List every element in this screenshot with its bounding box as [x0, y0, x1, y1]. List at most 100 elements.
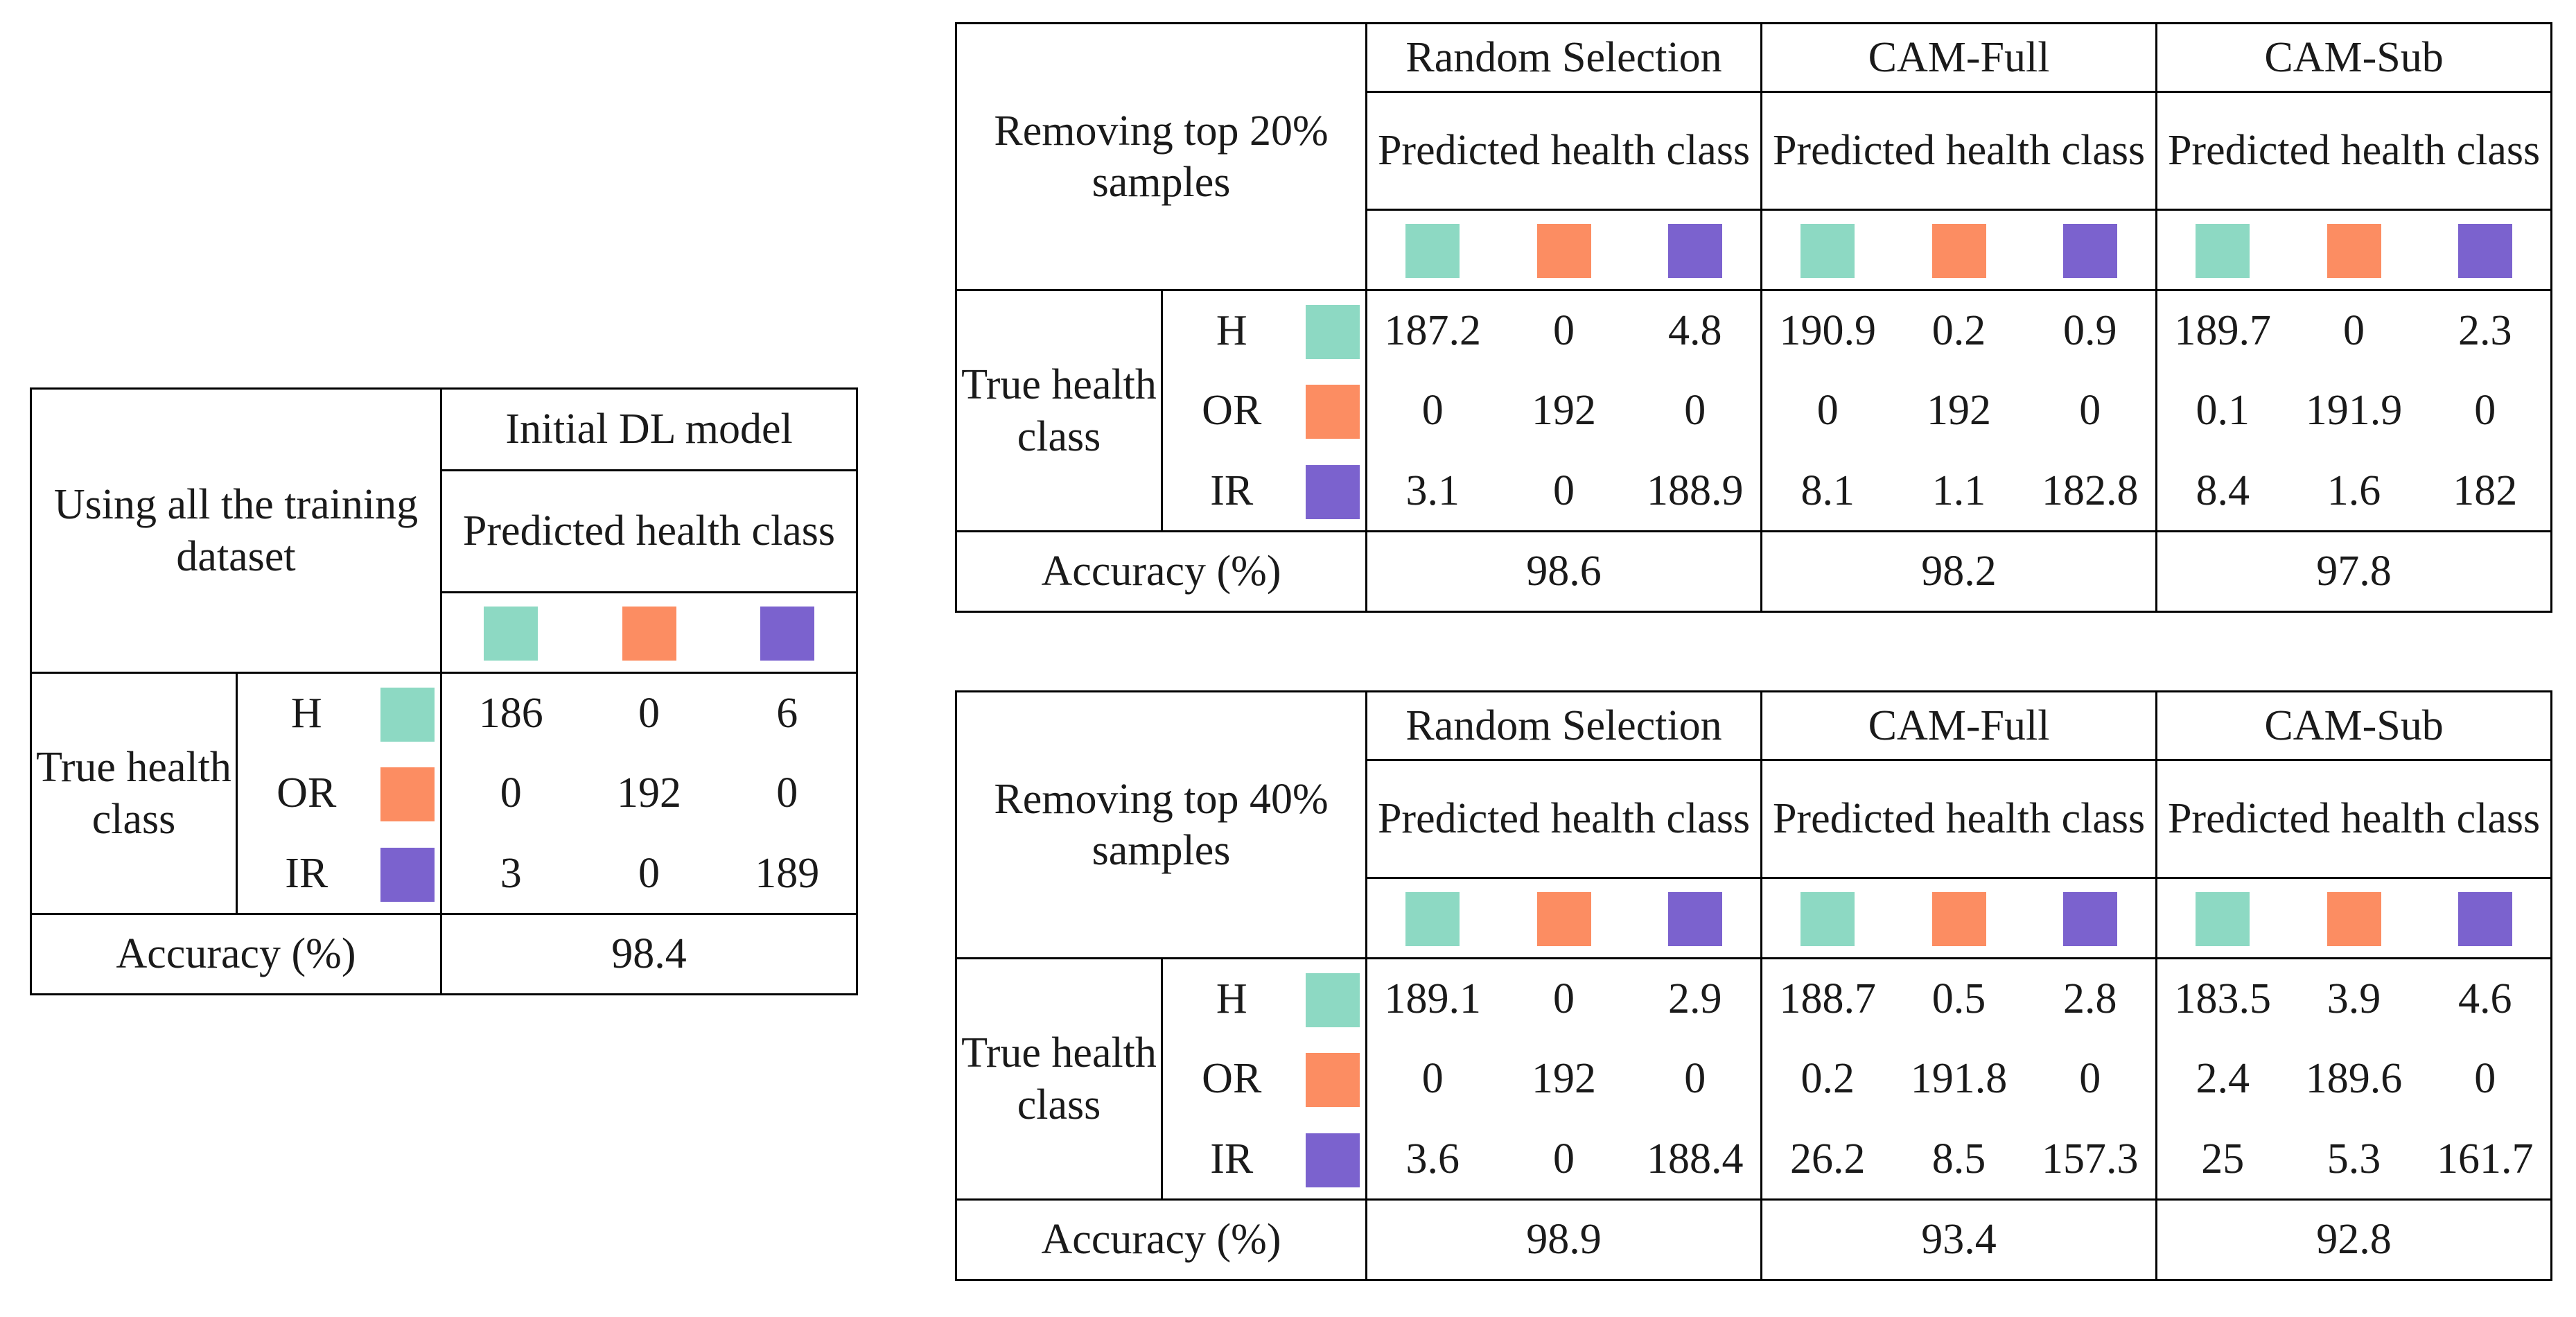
or-color-swatch: [1536, 892, 1591, 947]
cell-h-h: 183.5: [2155, 957, 2288, 1039]
corner-label: Removing top 40% samples: [955, 690, 1367, 959]
predicted-class-header: Predicted health class: [439, 469, 859, 593]
pred-h-swatch-cell: [1365, 209, 1498, 291]
cell-h-h: 190.9: [1760, 289, 1893, 371]
method-header: Random Selection: [1365, 690, 1763, 761]
ir-color-swatch: [380, 847, 435, 902]
method-header: CAM-Sub: [2155, 22, 2553, 93]
initial-model-confusion-table: Using all the training dataset Initial D…: [30, 387, 859, 995]
ir-color-swatch: [2062, 892, 2117, 947]
or-color-swatch: [1536, 224, 1591, 279]
predicted-class-header: Predicted health class: [1760, 91, 2158, 211]
accuracy-value: 92.8: [2155, 1198, 2553, 1281]
cell-ir-or: 1.1: [1893, 451, 2025, 532]
cell-h-or: 0: [2288, 289, 2420, 371]
pred-ir-swatch-cell: [1629, 209, 1763, 291]
true-or-swatch-cell: [1300, 1038, 1367, 1119]
cell-h-h: 187.2: [1365, 289, 1498, 371]
pred-h-swatch-cell: [440, 591, 580, 674]
row-label-or: OR: [236, 753, 376, 834]
predicted-class-header: Predicted health class: [2155, 91, 2553, 211]
method-header: CAM-Full: [1760, 690, 2158, 761]
row-label-or: OR: [1161, 1038, 1301, 1119]
pred-or-swatch-cell: [2288, 209, 2420, 291]
cell-or-ir: 0: [1629, 370, 1763, 451]
cell-ir-ir: 188.9: [1629, 451, 1763, 532]
or-color-swatch: [1931, 892, 1986, 947]
pred-ir-swatch-cell: [2024, 209, 2158, 291]
row-label-ir: IR: [1161, 451, 1301, 532]
row-label-ir: IR: [1161, 1119, 1301, 1201]
true-class-label: True health class: [30, 672, 238, 915]
cell-ir-or: 1.6: [2288, 451, 2420, 532]
cell-h-ir: 2.3: [2419, 289, 2553, 371]
cell-ir-h: 25: [2155, 1119, 2288, 1201]
pred-or-swatch-cell: [1893, 209, 2025, 291]
cell-or-or: 191.9: [2305, 387, 2403, 435]
accuracy-label: Accuracy (%): [955, 530, 1367, 613]
cell-h-or: 0: [1498, 289, 1630, 371]
cell-ir-or: 0: [1498, 1119, 1630, 1201]
ir-color-swatch: [2062, 224, 2117, 279]
predicted-class-header: Predicted health class: [1365, 91, 1763, 211]
pred-or-swatch-cell: [1893, 877, 2025, 959]
corner-label: Removing top 20% samples: [955, 22, 1367, 291]
ir-color-swatch: [760, 607, 814, 661]
or-color-swatch: [380, 767, 435, 822]
predicted-class-header: Predicted health class: [2155, 759, 2553, 879]
pred-h-swatch-cell: [2155, 877, 2288, 959]
true-h-swatch-cell: [375, 672, 442, 753]
pred-or-swatch-cell: [1498, 209, 1630, 291]
true-or-swatch-cell: [375, 753, 442, 834]
row-label-h: H: [236, 672, 376, 753]
cell-or-ir: 0: [1629, 1038, 1763, 1119]
row-label-ir: IR: [236, 833, 376, 915]
or-color-swatch: [622, 607, 676, 661]
cell-ir-ir: 188.4: [1629, 1119, 1763, 1201]
cell-h-h: 189.1: [1365, 957, 1498, 1039]
cell-or-or: 192: [1927, 387, 1992, 435]
cell-or-h: 0: [1365, 1038, 1498, 1119]
cell-h-or: 0.2: [1893, 289, 2025, 371]
cell-or-h: 2.4: [2155, 1038, 2288, 1119]
cell-or-ir: 0: [2024, 1038, 2158, 1119]
cell-h-ir: 2.9: [1629, 957, 1763, 1039]
pred-or-swatch-cell: [579, 591, 719, 674]
or-color-swatch: [1931, 224, 1986, 279]
accuracy-value: 98.9: [1365, 1198, 1763, 1281]
cell-ir-or: 0: [579, 833, 719, 915]
cell-h-ir: 2.8: [2024, 957, 2158, 1039]
pred-or-swatch-cell: [2288, 877, 2420, 959]
cell-ir-ir: 182: [2419, 451, 2553, 532]
cell-ir-h: 8.1: [1760, 451, 1893, 532]
cell-or-or: 189.6: [2305, 1055, 2403, 1103]
cell-ir-or: 8.5: [1893, 1119, 2025, 1201]
ir-color-swatch: [2457, 224, 2512, 279]
true-class-label: True health class: [955, 957, 1163, 1201]
pred-h-swatch-cell: [1365, 877, 1498, 959]
predicted-class-header: Predicted health class: [1760, 759, 2158, 879]
cell-or-ir: 0: [2419, 1038, 2553, 1119]
cell-h-ir: 6: [718, 672, 859, 753]
cell-ir-h: 3.6: [1365, 1119, 1498, 1201]
method-header: CAM-Sub: [2155, 690, 2553, 761]
cell-or-h: 0: [1365, 370, 1498, 451]
cell-h-ir: 4.6: [2419, 957, 2553, 1039]
cell-ir-h: 8.4: [2155, 451, 2288, 532]
true-or-swatch-cell: [1300, 370, 1367, 451]
cell-h-ir: 4.8: [1629, 289, 1763, 371]
h-color-swatch: [484, 607, 538, 661]
cell-or-ir: 0: [718, 753, 859, 834]
cell-ir-h: 3: [440, 833, 580, 915]
or-color-swatch: [2327, 892, 2381, 947]
h-color-swatch: [380, 688, 435, 742]
cell-ir-h: 26.2: [1760, 1119, 1893, 1201]
cell-or-or: 192: [1532, 387, 1596, 435]
true-ir-swatch-cell: [1300, 451, 1367, 532]
h-color-swatch: [1800, 892, 1855, 947]
or-color-swatch: [1306, 385, 1360, 439]
cell-or-h: 0: [1760, 370, 1893, 451]
cell-or-or: 191.8: [1910, 1055, 2008, 1103]
ir-color-swatch: [1306, 464, 1360, 519]
model-header: Initial DL model: [439, 387, 859, 471]
